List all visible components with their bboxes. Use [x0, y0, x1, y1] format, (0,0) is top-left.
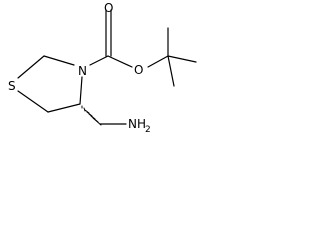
ring-nitrogen-atom-label: N [78, 64, 87, 78]
ester-oxygen-atom-label: O [134, 63, 143, 77]
bond-c5-s [17, 90, 49, 113]
bond-tbutyl-methyl-down [167, 55, 175, 87]
bond-carbonyl-c-ester-o [107, 55, 133, 68]
amine-nh-label: NH [128, 117, 146, 131]
sulfur-atom-label: S [8, 79, 16, 93]
bond-tbutyl-methyl-right [167, 55, 197, 63]
carbonyl-oxygen-atom-label: O [104, 1, 113, 15]
hashed-wedge-bond [81, 105, 102, 126]
bond-c2-n3 [43, 55, 75, 66]
bond-c4-c5 [47, 103, 81, 113]
bond-ester-o-tbutyl-c [147, 55, 169, 68]
amine-h-count-subscript: 2 [145, 125, 151, 135]
chemical-structure-diagram: S N O O NH 2 [8, 1, 197, 135]
bond-n3-c4 [79, 76, 83, 105]
bond-n3-carbonyl-c [89, 55, 109, 66]
bond-s-c2 [17, 55, 45, 79]
